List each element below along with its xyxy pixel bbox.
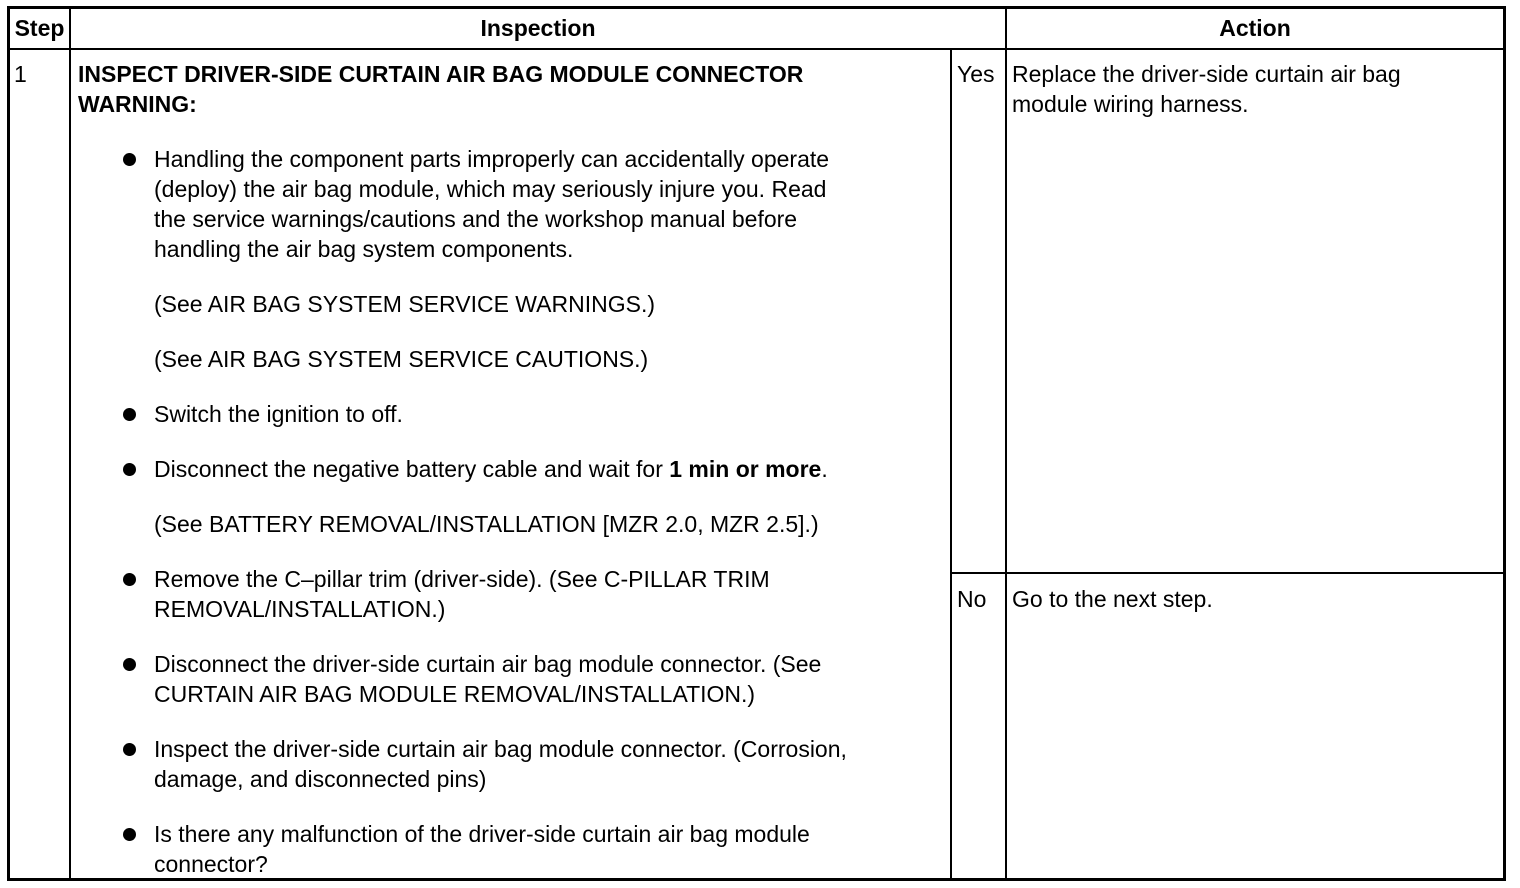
bullet-icon [123, 463, 136, 476]
warning-text-line-2: (deploy) the air bag module, which may s… [154, 176, 827, 202]
bullet-icon [123, 153, 136, 166]
step-disconnect-connector-line-2: CURTAIN AIR BAG MODULE REMOVAL/INSTALLAT… [154, 681, 756, 707]
step-remove-trim-line-2: REMOVAL/INSTALLATION.) [154, 596, 446, 622]
reference-warnings: (See AIR BAG SYSTEM SERVICE WARNINGS.) [154, 291, 656, 317]
battery-text-end: . [821, 456, 828, 482]
action-no-line-1: Go to the next step. [1012, 586, 1213, 612]
diagnostic-table: Step Inspection Action 1 INSPECT DRIVER-… [7, 6, 1506, 881]
wait-time: 1 min or more [669, 456, 822, 482]
inspection-title: INSPECT DRIVER-SIDE CURTAIN AIR BAG MODU… [78, 61, 804, 87]
step-remove-trim-line-1: Remove the C–pillar trim (driver-side). … [154, 566, 770, 592]
answer-yes: Yes [957, 61, 995, 87]
header-inspection: Inspection [480, 15, 596, 41]
warning-text-line-4: handling the air bag system components. [154, 236, 574, 262]
step-disconnect-battery: Disconnect the negative battery cable an… [154, 454, 828, 484]
header-action: Action [1219, 15, 1291, 41]
action-yes-line-1: Replace the driver-side curtain air bag [1012, 61, 1401, 87]
bullet-icon [123, 573, 136, 586]
warning-text-line-3: the service warnings/cautions and the wo… [154, 206, 798, 232]
step-disconnect-connector-line-1: Disconnect the driver-side curtain air b… [154, 651, 822, 677]
bullet-icon [123, 828, 136, 841]
answer-no: No [957, 586, 987, 612]
reference-battery: (See BATTERY REMOVAL/INSTALLATION [MZR 2… [154, 511, 819, 537]
bullet-icon [123, 658, 136, 671]
col-divider-result [950, 49, 952, 878]
action-yes-line-2: module wiring harness. [1012, 91, 1249, 117]
result-divider [951, 572, 1503, 574]
warning-text-line-1: Handling the component parts improperly … [154, 146, 830, 172]
header-divider [10, 48, 1503, 50]
step-number: 1 [14, 61, 27, 87]
question-line-1: Is there any malfunction of the driver-s… [154, 821, 810, 847]
step-inspect-connector-line-1: Inspect the driver-side curtain air bag … [154, 736, 847, 762]
battery-text: Disconnect the negative battery cable an… [154, 456, 670, 482]
step-inspect-connector-line-2: damage, and disconnected pins) [154, 766, 487, 792]
question-line-2: connector? [154, 851, 268, 877]
bullet-icon [123, 408, 136, 421]
bullet-icon [123, 743, 136, 756]
warning-label: WARNING: [78, 91, 197, 117]
reference-cautions: (See AIR BAG SYSTEM SERVICE CAUTIONS.) [154, 346, 649, 372]
header-step: Step [14, 15, 65, 41]
col-divider-action [1005, 9, 1007, 878]
step-ignition-off: Switch the ignition to off. [154, 401, 403, 427]
col-divider-step [69, 9, 71, 878]
